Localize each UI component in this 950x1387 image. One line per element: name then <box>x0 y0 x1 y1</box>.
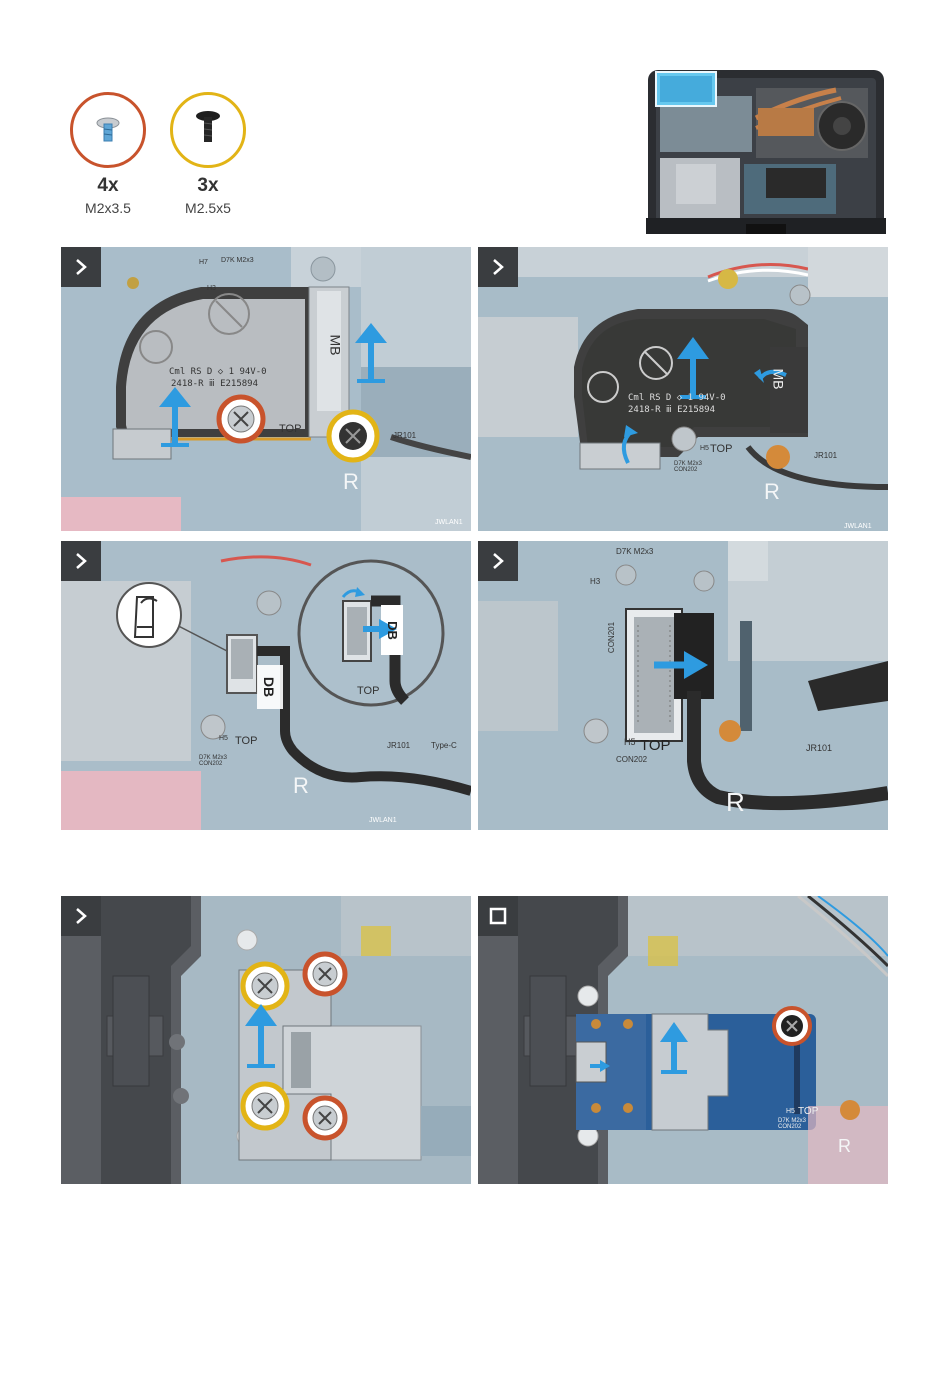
label-h3: H3 <box>590 577 600 586</box>
label-zoom-db: DB <box>385 621 400 640</box>
step-tag-5 <box>61 896 101 936</box>
label-top: TOP <box>798 1106 818 1117</box>
label-top: TOP <box>640 737 671 754</box>
label-r: R <box>343 469 359 495</box>
label-h5: H5 <box>700 445 709 452</box>
chevron-right-icon <box>73 906 89 926</box>
label-con: D7K M2x3 CON202 <box>199 755 249 767</box>
label-r: R <box>726 787 745 818</box>
label-mb: MB <box>771 369 787 390</box>
screw-size-2: M2.5x5 <box>158 200 258 216</box>
label-h3: H3 <box>207 285 216 292</box>
step-panel-2: MB TOP R JWLAN1 JR101 Cml RS D ◇ 1 94V-0… <box>478 247 888 531</box>
chevron-right-icon <box>73 551 89 571</box>
label-type-c: Type-C <box>431 741 457 750</box>
chevron-right-icon <box>73 257 89 277</box>
label-top: TOP <box>710 443 732 455</box>
overview-thumbnail <box>646 68 886 234</box>
label-jr: JR101 <box>814 451 837 460</box>
label-jwlan: JWLAN1 <box>844 523 872 530</box>
label-h5: H5 <box>786 1108 795 1115</box>
step-tag-1 <box>61 247 101 287</box>
step-tag-3 <box>61 541 101 581</box>
step-panel-6: TOP H5 R D7K M2x3 CON202 <box>478 896 888 1184</box>
label-cert2: 2418-R ⅲ E215894 <box>171 379 258 389</box>
chevron-right-icon <box>490 551 506 571</box>
label-cert1: Cml RS D ◇ 1 94V-0 <box>169 367 267 377</box>
label-top: TOP <box>235 735 257 747</box>
label-con: D7K M2x3 CON202 <box>778 1118 818 1130</box>
screw-count-2: 3x <box>158 175 258 197</box>
label-d7k: D7K M2x3 <box>616 547 653 556</box>
label-r: R <box>838 1136 851 1157</box>
label-jr: JR101 <box>393 431 416 440</box>
screw-size-1: M2x3.5 <box>58 200 158 216</box>
label-con: CON202 <box>616 755 647 764</box>
screw-count-1: 4x <box>58 175 158 197</box>
label-jwlan: JWLAN1 <box>369 817 397 824</box>
label-con: D7K M2x3 CON202 <box>674 461 724 473</box>
label-jwlan: JWLAN1 <box>435 519 463 526</box>
label-jr: JR101 <box>806 743 832 753</box>
label-h5: H5 <box>624 737 636 747</box>
step-panel-3: DB DB TOP TOP R JWLAN1 JR101 Type-C H5 D… <box>61 541 471 830</box>
label-top: TOP <box>279 423 301 435</box>
label-d7k: D7K M2x3 <box>221 257 254 264</box>
step-tag-4 <box>478 541 518 581</box>
label-r: R <box>764 479 780 505</box>
step-tag-2 <box>478 247 518 287</box>
label-jr: JR101 <box>387 741 410 750</box>
step-panel-1: MB TOP R JWLAN1 JR101 Cml RS D ◇ 1 94V-0… <box>61 247 471 531</box>
stop-square-icon <box>489 907 507 925</box>
label-con-vertical: CON201 <box>607 622 616 653</box>
label-cert1: Cml RS D ◇ 1 94V-0 <box>628 393 726 403</box>
black-screw-icon <box>173 95 243 165</box>
label-h7: H7 <box>199 259 208 266</box>
screw-badge-m2.5x5 <box>170 92 246 168</box>
step-panel-5 <box>61 896 471 1184</box>
label-zoom-top: TOP <box>357 685 379 697</box>
step-tag-6 <box>478 896 518 936</box>
step-panel-4: D7K M2x3 H3 TOP H5 R JR101 CON202 CON201 <box>478 541 888 830</box>
label-r: R <box>293 773 309 799</box>
screw-badge-m2x3.5 <box>70 92 146 168</box>
silver-screw-icon <box>73 95 143 165</box>
label-mb: MB <box>328 335 344 356</box>
label-cert2: 2418-R ⅲ E215894 <box>628 405 715 415</box>
label-h5: H5 <box>219 735 228 742</box>
label-db: DB <box>261 677 277 697</box>
chevron-right-icon <box>490 257 506 277</box>
